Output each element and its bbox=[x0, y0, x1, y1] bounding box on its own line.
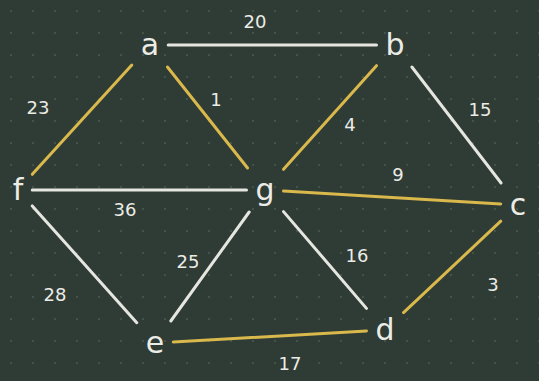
vertex-label: f bbox=[7, 171, 30, 209]
edge-weight: 1 bbox=[207, 90, 224, 110]
edge-weight: 23 bbox=[24, 98, 53, 118]
vertex-name: e bbox=[146, 325, 164, 360]
vertex-label: c bbox=[504, 186, 533, 224]
edge-weight: 36 bbox=[111, 200, 140, 220]
edge-weight: 16 bbox=[343, 246, 372, 266]
edge-weight: 28 bbox=[41, 285, 70, 305]
edge-weight: 4 bbox=[341, 115, 358, 135]
graph-edge bbox=[284, 66, 377, 170]
graph-edge bbox=[412, 67, 501, 183]
graph-edge bbox=[404, 221, 501, 312]
graph-edge bbox=[32, 206, 136, 323]
edge-weight: 15 bbox=[466, 100, 495, 120]
edge-weight: 20 bbox=[241, 12, 270, 32]
vertex-label: b bbox=[379, 26, 410, 64]
graph-edge bbox=[284, 191, 501, 204]
vertex-name: c bbox=[510, 187, 527, 222]
edge-weight: 25 bbox=[174, 252, 203, 272]
vertex-name: d bbox=[375, 312, 394, 347]
vertex-label: d bbox=[369, 311, 400, 349]
vertex-name: g bbox=[255, 172, 274, 207]
graph-edge bbox=[32, 189, 246, 192]
edge-weight: 9 bbox=[389, 165, 406, 185]
vertex-label: a bbox=[135, 26, 165, 64]
graph-edge bbox=[167, 67, 247, 168]
edge-weight: 17 bbox=[276, 354, 305, 374]
graph-edge bbox=[168, 44, 376, 47]
vertex-name: a bbox=[141, 27, 159, 62]
edge-weight: 3 bbox=[484, 275, 501, 295]
graph-edge bbox=[32, 65, 132, 174]
vertex-name: f bbox=[13, 172, 24, 207]
vertex-label: g bbox=[249, 171, 280, 209]
graph-edge bbox=[173, 331, 366, 342]
vertex-label: e bbox=[140, 324, 170, 362]
graph-edge bbox=[171, 212, 249, 321]
vertex-name: b bbox=[385, 27, 404, 62]
